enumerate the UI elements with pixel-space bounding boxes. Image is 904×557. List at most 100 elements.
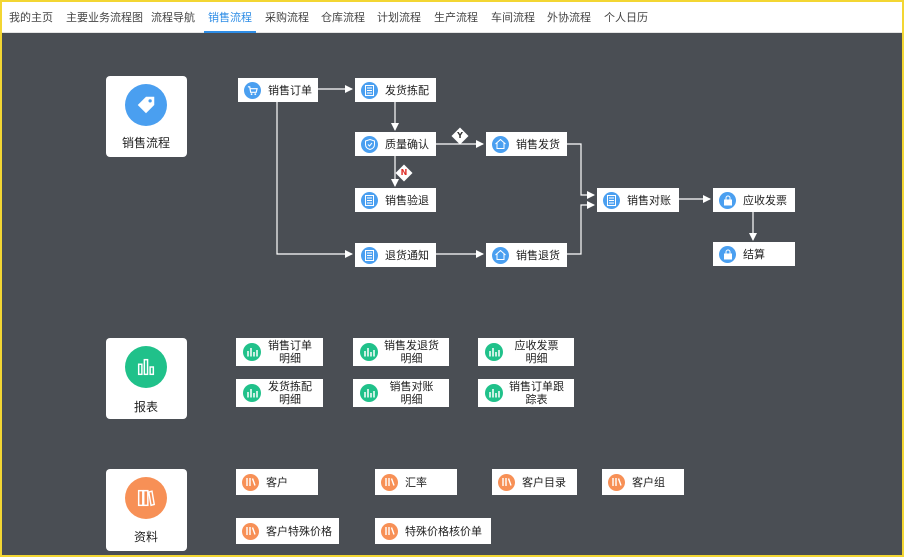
node-ar-invoice[interactable]: 应收发票	[713, 188, 795, 212]
books-icon	[242, 473, 259, 491]
document-icon	[361, 81, 378, 99]
tab-production-flow[interactable]: 生产流程	[434, 11, 478, 24]
bar-chart-icon	[125, 346, 167, 388]
books-icon	[125, 477, 167, 519]
tab-purchase-flow[interactable]: 采购流程	[265, 11, 309, 24]
report-label: 销售订单跟踪表	[503, 380, 574, 406]
tab-bar: 我的主页 主要业务流程图 流程导航 销售流程 采购流程 仓库流程 计划流程 生产…	[2, 2, 902, 33]
lock-icon	[719, 191, 736, 209]
books-icon	[381, 522, 398, 540]
lock-icon	[719, 245, 736, 263]
house-icon	[492, 246, 509, 264]
data-exchange-rate[interactable]: 汇率	[375, 469, 457, 495]
cart-icon	[244, 81, 261, 99]
node-sales-reconciliation[interactable]: 销售对账	[597, 188, 679, 212]
tab-flow-nav[interactable]: 流程导航	[151, 11, 195, 24]
report-label-line2: 明细	[525, 352, 548, 365]
data-label: 客户	[266, 476, 288, 489]
report-label-line1: 销售订单	[268, 339, 312, 352]
section-label: 报表	[133, 400, 158, 414]
section-label: 资料	[133, 530, 158, 544]
report-label-line1: 销售对账	[389, 380, 434, 393]
data-label: 客户目录	[522, 476, 566, 489]
edge-delivery-recon	[565, 143, 595, 199]
node-sales-order[interactable]: 销售订单	[238, 78, 318, 102]
bar-chart-icon	[485, 384, 503, 402]
report-label-line1: 应收发票	[514, 339, 559, 352]
section-sales-flow: 销售流程	[106, 76, 187, 157]
report-ar-invoice-detail[interactable]: 应收发票明细	[478, 338, 574, 366]
tab-sales-flow[interactable]: 销售流程	[204, 2, 256, 33]
books-icon	[498, 473, 515, 491]
shield-icon	[361, 135, 378, 153]
report-label-line2: 明细	[279, 393, 301, 406]
report-label-line1: 发货拣配	[268, 380, 312, 393]
node-label: 销售退货	[516, 249, 560, 262]
tab-main-flowchart[interactable]: 主要业务流程图	[66, 11, 143, 24]
report-label: 销售对账明细	[378, 380, 449, 406]
report-sales-delivery-return-detail[interactable]: 销售发退货明细	[353, 338, 449, 366]
tag-icon	[125, 84, 167, 126]
document-icon	[361, 191, 378, 209]
tab-workshop-flow[interactable]: 车间流程	[491, 11, 535, 24]
tab-warehouse-flow[interactable]: 仓库流程	[321, 11, 365, 24]
data-customer-group[interactable]: 客户组	[602, 469, 684, 495]
node-sales-return[interactable]: 销售退货	[486, 243, 567, 267]
node-label: 结算	[743, 248, 765, 261]
report-label: 销售订单明细	[261, 339, 323, 365]
bar-chart-icon	[243, 343, 261, 361]
data-label: 汇率	[405, 476, 427, 489]
node-sales-return-inspection[interactable]: 销售验退	[355, 188, 436, 212]
data-customer-catalog[interactable]: 客户目录	[492, 469, 577, 495]
node-label: 销售订单	[268, 84, 312, 97]
node-label: 销售验退	[385, 194, 429, 207]
report-label-line2: 踪表	[525, 393, 548, 406]
report-label: 销售发退货明细	[378, 339, 449, 365]
document-icon	[361, 246, 378, 264]
tab-plan-flow[interactable]: 计划流程	[377, 11, 421, 24]
books-icon	[242, 522, 259, 540]
books-icon	[608, 473, 625, 491]
bar-chart-icon	[360, 343, 378, 361]
report-sales-order-tracking[interactable]: 销售订单跟踪表	[478, 379, 574, 407]
house-icon	[492, 135, 509, 153]
report-picking-detail[interactable]: 发货拣配明细	[236, 379, 323, 407]
data-label: 特殊价格核价单	[405, 525, 482, 538]
flow-connectors	[276, 85, 757, 258]
data-special-price-approval[interactable]: 特殊价格核价单	[375, 518, 491, 544]
data-label: 客户组	[632, 476, 665, 489]
document-icon	[603, 191, 620, 209]
node-label: 退货通知	[385, 249, 429, 262]
node-label: 质量确认	[385, 138, 429, 151]
tab-personal-calendar[interactable]: 个人日历	[604, 11, 648, 24]
tab-outsourcing-flow[interactable]: 外协流程	[547, 11, 591, 24]
node-label: 销售对账	[627, 194, 671, 207]
bar-chart-icon	[360, 384, 378, 402]
node-label: 销售发货	[516, 138, 560, 151]
section-label: 销售流程	[121, 136, 170, 150]
node-picking[interactable]: 发货拣配	[355, 78, 436, 102]
report-label-line1: 销售订单跟	[509, 380, 564, 393]
report-label-line2: 明细	[400, 352, 423, 365]
tab-home[interactable]: 我的主页	[9, 11, 53, 24]
report-label-line2: 明细	[400, 393, 423, 406]
report-label-line2: 明细	[279, 352, 301, 365]
flow-canvas: 销售流程 销售订单 发货拣配 质量确认 销售发货 销售验退 销售对账	[2, 33, 902, 555]
data-customer[interactable]: 客户	[236, 469, 318, 495]
edge-return-recon	[565, 201, 595, 255]
bar-chart-icon	[243, 384, 261, 402]
report-sales-recon-detail[interactable]: 销售对账明细	[353, 379, 449, 407]
node-return-notice[interactable]: 退货通知	[355, 243, 436, 267]
report-sales-order-detail[interactable]: 销售订单明细	[236, 338, 323, 366]
node-quality-check[interactable]: 质量确认	[355, 132, 436, 156]
decision-yes-label: Y	[457, 131, 463, 140]
decision-no-label: N	[400, 168, 408, 177]
data-customer-special-price[interactable]: 客户特殊价格	[236, 518, 339, 544]
node-label: 发货拣配	[385, 84, 429, 97]
books-icon	[381, 473, 398, 491]
bar-chart-icon	[485, 343, 503, 361]
node-settlement[interactable]: 结算	[713, 242, 795, 266]
report-label-line1: 销售发退货	[384, 339, 439, 352]
node-sales-delivery[interactable]: 销售发货	[486, 132, 567, 156]
